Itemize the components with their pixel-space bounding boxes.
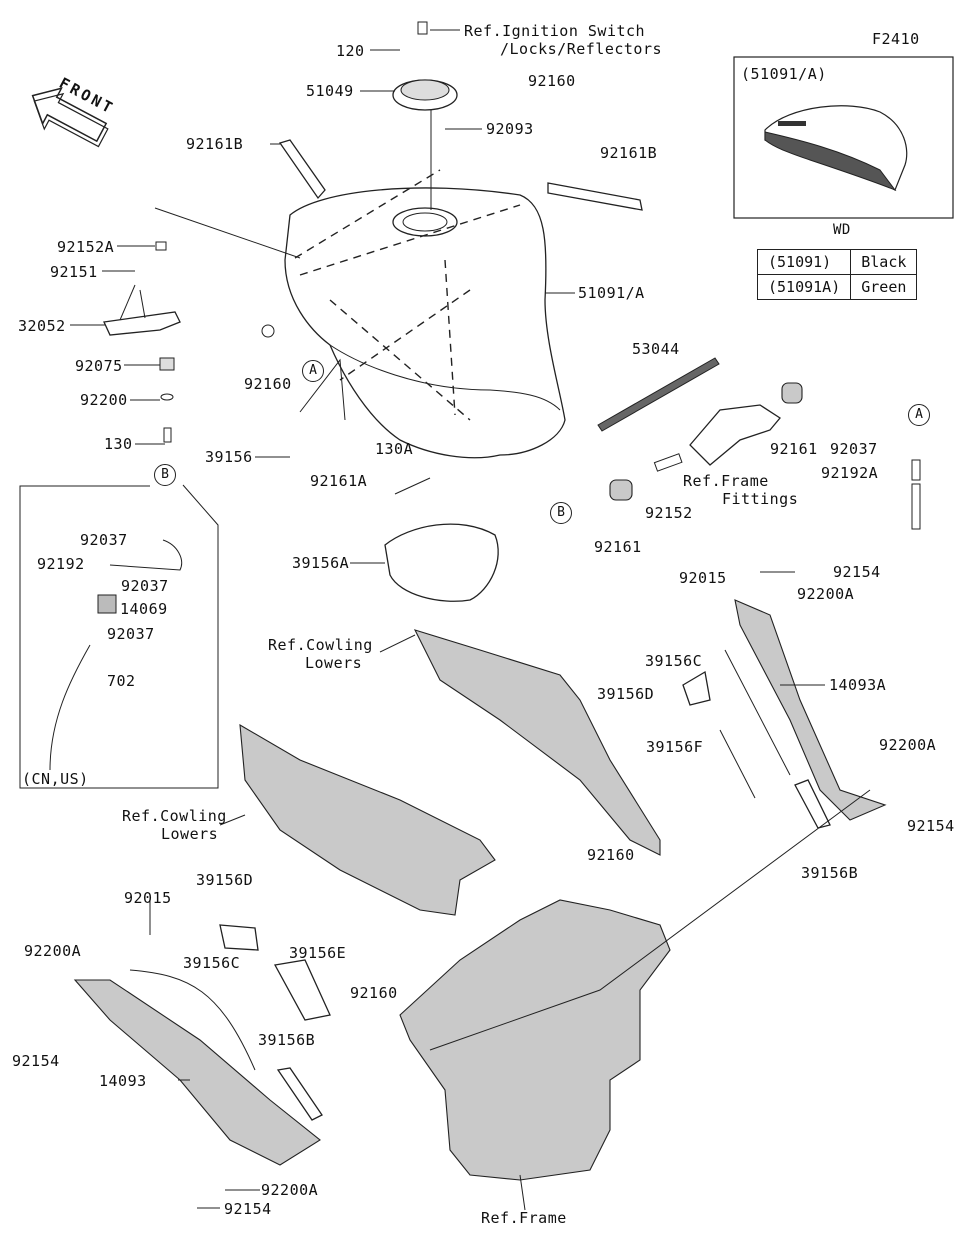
- hose-callout-702[interactable]: 702: [107, 672, 136, 690]
- callout-92154-right[interactable]: 92154: [907, 817, 955, 835]
- hose-callout-92037-c[interactable]: 92037: [107, 625, 155, 643]
- hose-parts-drawing: [49, 539, 183, 771]
- color-row: (51091A) Green: [756, 274, 918, 300]
- mounts-drawing: [261, 324, 921, 530]
- callout-39156a[interactable]: 39156A: [292, 554, 350, 572]
- callout-92015-left[interactable]: 92015: [124, 889, 172, 907]
- seal-53044-drawing: [597, 357, 720, 432]
- marker-a-right: A: [908, 404, 930, 426]
- callout-ref-cowling-1b: Lowers: [305, 654, 363, 672]
- callout-92192a[interactable]: 92192A: [821, 464, 879, 482]
- callout-92200a-tr[interactable]: 92200A: [797, 585, 855, 603]
- callout-92160-low[interactable]: 92160: [587, 846, 635, 864]
- callout-39156d-right[interactable]: 39156D: [597, 685, 655, 703]
- callout-92152a[interactable]: 92152A: [57, 238, 115, 256]
- callout-51091a[interactable]: 51091/A: [578, 284, 645, 302]
- front-arrow-icon: [31, 87, 109, 148]
- diagram-id: F2410: [872, 30, 920, 48]
- callout-92160-top[interactable]: 92160: [528, 72, 576, 90]
- marker-a-left: A: [302, 360, 324, 382]
- hose-box-frame: [19, 484, 219, 789]
- callout-92161-bot[interactable]: 92161: [594, 538, 642, 556]
- hose-region-note: (CN,US): [22, 770, 89, 788]
- callout-39156[interactable]: 39156: [205, 448, 253, 466]
- filler-cap-51049-drawing: [392, 21, 458, 210]
- pads-drawing: [129, 649, 831, 1121]
- callout-92160-bot[interactable]: 92160: [350, 984, 398, 1002]
- callout-39156c-left[interactable]: 39156C: [183, 954, 241, 972]
- marker-b-left: B: [154, 464, 176, 486]
- callout-92037-right[interactable]: 92037: [830, 440, 878, 458]
- side-cover-14093a-drawing: [734, 599, 887, 821]
- heat-guard-39156a-drawing: [384, 523, 499, 602]
- callout-39156d-left[interactable]: 39156D: [196, 871, 254, 889]
- hose-callout-92037-a[interactable]: 92037: [80, 531, 128, 549]
- bracket-32052-drawing: [103, 207, 301, 443]
- callout-14093[interactable]: 14093: [99, 1072, 147, 1090]
- callout-39156c-right[interactable]: 39156C: [645, 652, 703, 670]
- color-part: (51091): [756, 249, 852, 275]
- callout-ref-cowling-1[interactable]: Ref.Cowling: [268, 636, 373, 654]
- callout-92161-mid[interactable]: 92161: [770, 440, 818, 458]
- rubber-92161b-drawing: [278, 139, 643, 211]
- callout-14093a[interactable]: 14093A: [829, 676, 887, 694]
- fuel-tank-51091-drawing: [284, 169, 566, 459]
- callout-92154-tr[interactable]: 92154: [833, 563, 881, 581]
- callout-51049[interactable]: 51049: [306, 82, 354, 100]
- callout-92200a-bot[interactable]: 92200A: [261, 1181, 319, 1199]
- hose-callout-92037-b[interactable]: 92037: [121, 577, 169, 595]
- color-part: (51091A): [756, 274, 852, 300]
- cowling-lower-left-drawing: [239, 723, 496, 916]
- side-cover-14093-drawing: [73, 979, 321, 1166]
- callout-39156b-right[interactable]: 39156B: [801, 864, 859, 882]
- callout-92154-bot[interactable]: 92154: [224, 1200, 272, 1218]
- frame-drawing: [399, 899, 671, 1181]
- callout-39156f[interactable]: 39156F: [646, 738, 704, 756]
- callout-92161b-left[interactable]: 92161B: [186, 135, 244, 153]
- callout-92160-mid[interactable]: 92160: [244, 375, 292, 393]
- color-table: (51091) Black (51091A) Green: [756, 249, 918, 300]
- marker-b-right: B: [550, 502, 572, 524]
- leader-lines: [70, 29, 871, 1211]
- hose-callout-14069[interactable]: 14069: [120, 600, 168, 618]
- callout-ref-frame[interactable]: Ref.Frame: [481, 1209, 567, 1227]
- callout-92200a-left[interactable]: 92200A: [24, 942, 82, 960]
- callout-ref-frame-fittings[interactable]: Ref.Frame: [683, 472, 769, 490]
- color-row: (51091) Black: [756, 249, 918, 275]
- callout-92151[interactable]: 92151: [50, 263, 98, 281]
- inset-caption: WD: [833, 222, 851, 238]
- callout-92161b-right[interactable]: 92161B: [600, 144, 658, 162]
- hose-callout-92192[interactable]: 92192: [37, 555, 85, 573]
- callout-ref-ignition[interactable]: Ref.Ignition Switch: [464, 22, 646, 40]
- cowling-lower-right-drawing: [413, 629, 661, 856]
- callout-39156e[interactable]: 39156E: [289, 944, 347, 962]
- callout-39156b-left[interactable]: 39156B: [258, 1031, 316, 1049]
- inset-title: (51091/A): [741, 65, 827, 83]
- callout-92200a-right[interactable]: 92200A: [879, 736, 937, 754]
- callout-ref-cowling-2[interactable]: Ref.Cowling: [122, 807, 227, 825]
- color-value: Green: [850, 274, 918, 300]
- callout-92200[interactable]: 92200: [80, 391, 128, 409]
- callout-53044[interactable]: 53044: [632, 340, 680, 358]
- callout-32052[interactable]: 32052: [18, 317, 66, 335]
- color-value: Black: [850, 249, 918, 275]
- callout-ref-frame-fittings-2: Fittings: [722, 490, 799, 508]
- callout-92152[interactable]: 92152: [645, 504, 693, 522]
- callout-92015-right[interactable]: 92015: [679, 569, 727, 587]
- callout-120[interactable]: 120: [336, 42, 365, 60]
- callout-92154-left[interactable]: 92154: [12, 1052, 60, 1070]
- callout-92093[interactable]: 92093: [486, 120, 534, 138]
- callout-130a[interactable]: 130A: [375, 440, 414, 458]
- callout-ref-cowling-2b: Lowers: [161, 825, 219, 843]
- callout-ref-ignition-2: /Locks/Reflectors: [500, 40, 663, 58]
- inset-tank-illustration: [764, 105, 908, 192]
- callout-130[interactable]: 130: [104, 435, 133, 453]
- callout-92075[interactable]: 92075: [75, 357, 123, 375]
- callout-92161a[interactable]: 92161A: [310, 472, 368, 490]
